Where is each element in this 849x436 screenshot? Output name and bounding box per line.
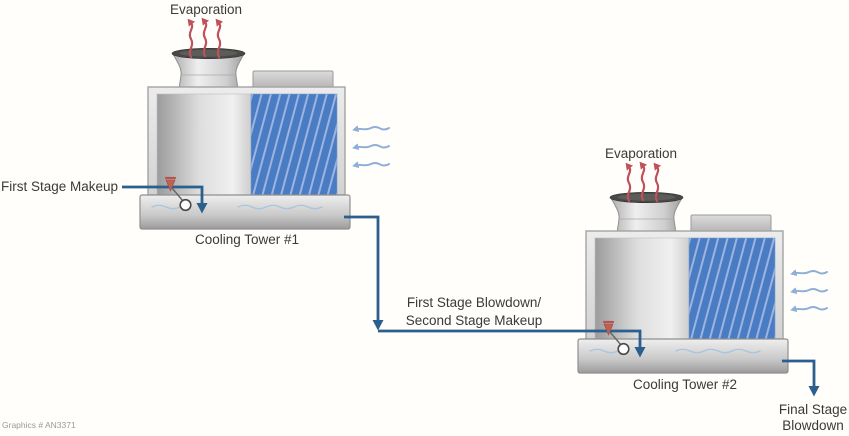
tower2-name-label: Cooling Tower #2 (632, 377, 738, 392)
final-blowdown-line1: Final Stage (778, 402, 848, 417)
first-stage-blowdown-pipe (344, 215, 384, 331)
final-stage-blowdown-pipe (782, 359, 820, 397)
interstage-flow-line1: First Stage Blowdown/ (406, 295, 542, 310)
final-blowdown-label: Final Stage Blowdown (777, 402, 849, 434)
graphics-credit: Graphics # AN3371 (2, 420, 76, 430)
tower1-evaporation-label: Evaporation (169, 2, 243, 17)
cooling-tower-2 (578, 166, 827, 373)
tower1-name-label: Cooling Tower #1 (194, 232, 300, 247)
tower1-makeup-label: First Stage Makeup (1, 179, 119, 194)
interstage-flow-line2: Second Stage Makeup (405, 313, 543, 328)
tower2-evaporation-label: Evaporation (604, 146, 678, 161)
interstage-flow-label: First Stage Blowdown/ Second Stage Makeu… (374, 294, 574, 330)
cooling-tower-1 (140, 22, 389, 229)
final-blowdown-line2: Blowdown (782, 418, 844, 433)
